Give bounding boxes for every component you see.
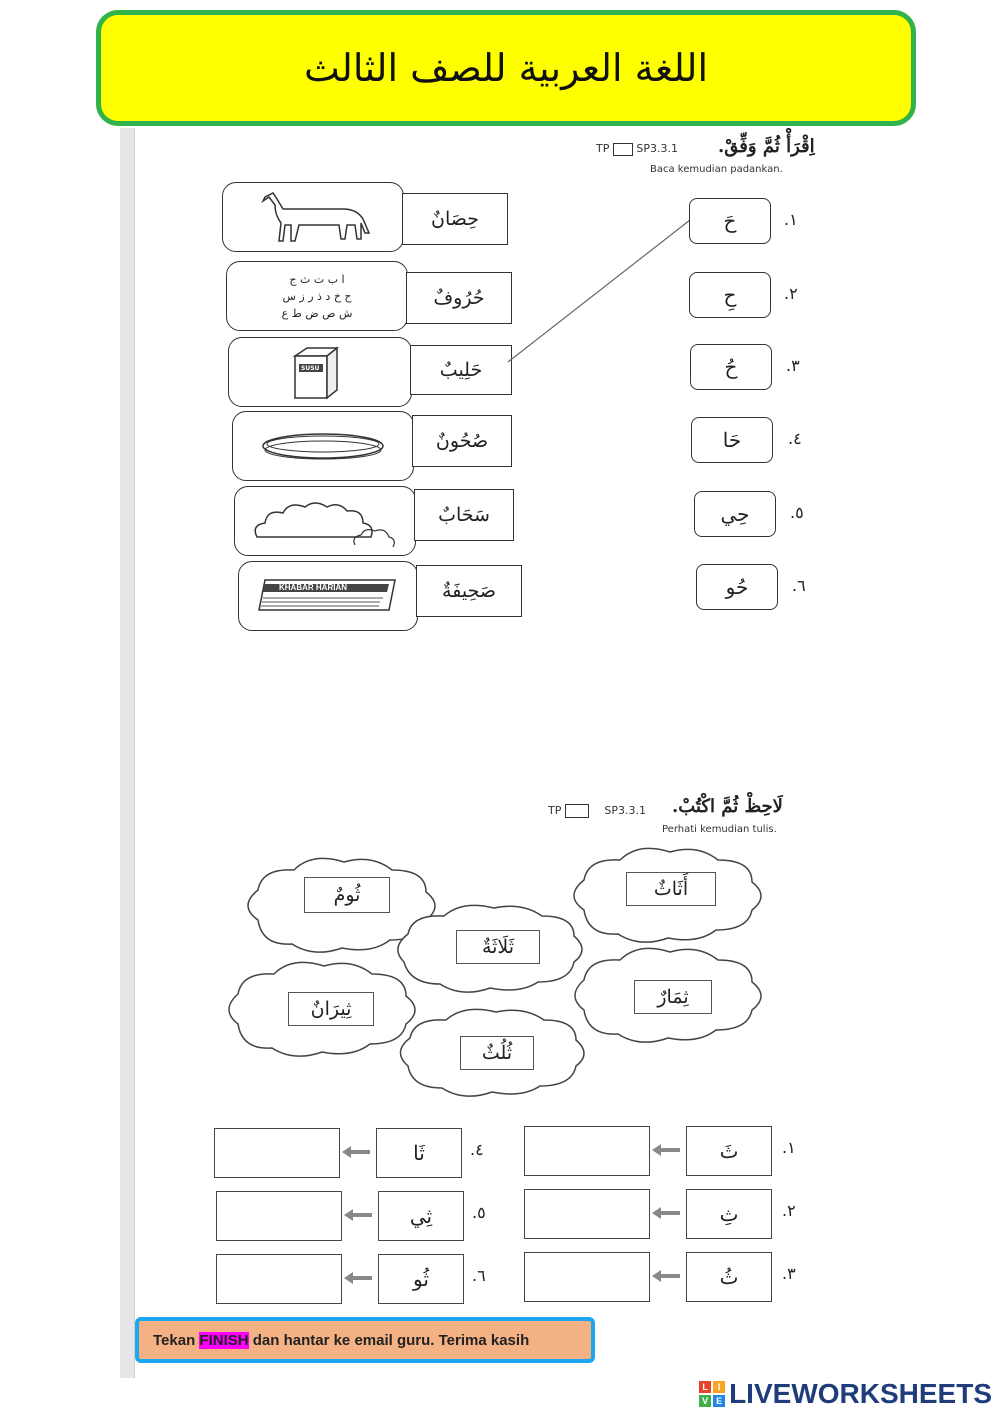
- row-num-6: ٦.: [472, 1266, 486, 1285]
- cloud-word-3: ثَلَاثَةٌ: [456, 930, 540, 964]
- tp-label-2: TP: [548, 804, 562, 817]
- tp-square-2: [564, 804, 589, 818]
- paper-edge: [120, 128, 135, 1378]
- word-3: حَلِيبٌ: [410, 345, 512, 395]
- letter-5[interactable]: حِي: [694, 491, 776, 537]
- source-letter-6: ثُو: [378, 1254, 464, 1304]
- letter-3[interactable]: حُ: [690, 344, 772, 390]
- instr-suffix: dan hantar ke email guru. Terima kasih: [248, 1331, 530, 1349]
- plate-icon: [262, 433, 384, 460]
- word-1: حِصَانٌ: [402, 193, 508, 245]
- source-letter-5: ثِي: [378, 1191, 464, 1241]
- cloud-word-6: ثُلُثٌ: [460, 1036, 534, 1070]
- arrow-left-icon: [344, 1272, 372, 1284]
- clouds-icon: [254, 502, 395, 548]
- num-2: ٢.: [784, 284, 798, 303]
- arrow-left-icon: [652, 1144, 680, 1156]
- answer-box-5[interactable]: [216, 1191, 342, 1241]
- word-2: حُرُوفٌ: [406, 272, 512, 324]
- num-5: ٥.: [790, 503, 804, 522]
- tp-square: [612, 142, 633, 156]
- letters-line-1: ا ب ت ث ج: [289, 272, 345, 286]
- num-1: ١.: [784, 210, 798, 229]
- cloud-word-4: ثِيرَانٌ: [288, 992, 374, 1026]
- brand-text: LIVEWORKSHEETS: [729, 1378, 992, 1409]
- arrow-left-icon: [652, 1270, 680, 1282]
- newspaper-icon: [258, 579, 396, 611]
- num-3: ٣.: [786, 356, 800, 375]
- answer-box-3[interactable]: [524, 1252, 650, 1302]
- row-num-1: ١.: [782, 1138, 796, 1157]
- cloud-word-5: ثِمَارٌ: [634, 980, 712, 1014]
- cloud-word-2: أَثَاثٌ: [626, 872, 716, 906]
- answer-box-1[interactable]: [524, 1126, 650, 1176]
- row-num-2: ٢.: [782, 1201, 796, 1220]
- picture-milk: SUSU: [228, 337, 412, 407]
- answer-box-4[interactable]: [214, 1128, 340, 1178]
- word-4: صُحُونٌ: [412, 415, 512, 467]
- source-letter-2: ثِ: [686, 1189, 772, 1239]
- arrow-left-icon: [652, 1207, 680, 1219]
- newspaper-label: KHABAR HARIAN: [279, 583, 347, 592]
- instr-prefix: Tekan: [153, 1331, 200, 1349]
- picture-newspaper: KHABAR HARIAN: [238, 561, 418, 631]
- num-6: ٦.: [792, 576, 806, 595]
- row-num-4: ٤.: [470, 1140, 484, 1159]
- letter-1[interactable]: حَ: [689, 198, 771, 244]
- page-title-banner: اللغة العربية للصف الثالث: [96, 10, 916, 126]
- source-letter-4: ثَا: [376, 1128, 462, 1178]
- section1-instruction-ms: Baca kemudian padankan.: [650, 164, 783, 175]
- finish-highlight: FINISH: [199, 1331, 249, 1349]
- sp-code: SP3.3.1: [636, 142, 678, 155]
- finish-instruction: Tekan FINISH dan hantar ke email guru. T…: [135, 1317, 595, 1363]
- horse-icon: [261, 192, 371, 242]
- letter-2[interactable]: حِ: [689, 272, 771, 318]
- source-letter-3: ثُ: [686, 1252, 772, 1302]
- logo-letter-e: E: [713, 1395, 726, 1407]
- matching-line: [507, 219, 691, 363]
- picture-plate: [232, 411, 414, 481]
- arrow-left-icon: [344, 1209, 372, 1221]
- milk-label: SUSU: [301, 365, 320, 372]
- page-title: اللغة العربية للصف الثالث: [303, 46, 709, 90]
- letters-line-3: ش ص ض ط ع: [281, 306, 353, 320]
- section1-tp: TP SP3.3.1: [596, 142, 678, 156]
- section2-instruction-ar: لَاحِظْ ثُمَّ اكْتُبْ.: [672, 796, 783, 817]
- milk-carton-icon: [292, 346, 340, 400]
- liveworksheets-logo-icon: L I V E: [699, 1381, 726, 1407]
- section2-tp: TP SP3.3.1: [548, 804, 646, 818]
- letter-6[interactable]: حُو: [696, 564, 778, 610]
- cloud-word-1: ثُومٌ: [304, 877, 390, 913]
- row-num-5: ٥.: [472, 1203, 486, 1222]
- answer-box-6[interactable]: [216, 1254, 342, 1304]
- section2-instruction-ms: Perhati kemudian tulis.: [662, 824, 777, 835]
- logo-letter-v: V: [699, 1395, 712, 1407]
- arrow-left-icon: [342, 1146, 370, 1158]
- answer-box-2[interactable]: [524, 1189, 650, 1239]
- num-4: ٤.: [788, 429, 802, 448]
- liveworksheets-brand: L I V E LIVEWORKSHEETS: [699, 1378, 992, 1410]
- logo-letter-l: L: [699, 1381, 712, 1393]
- picture-clouds: [234, 486, 416, 556]
- picture-horse: [222, 182, 404, 252]
- letters-line-2: ح خ د ذ ر ز س: [282, 289, 352, 303]
- source-letter-1: ثَ: [686, 1126, 772, 1176]
- picture-letters: ا ب ت ث ج ح خ د ذ ر ز س ش ص ض ط ع: [226, 261, 408, 331]
- logo-letter-i: I: [713, 1381, 726, 1393]
- sp-code-2: SP3.3.1: [604, 804, 646, 817]
- tp-label: TP: [596, 142, 610, 155]
- word-6: صَحِيفَةٌ: [416, 565, 522, 617]
- section1-instruction-ar: اِقْرَأْ ثُمَّ وَفِّقْ.: [718, 136, 815, 157]
- letter-4[interactable]: حَا: [691, 417, 773, 463]
- row-num-3: ٣.: [782, 1264, 796, 1283]
- word-5: سَحَابٌ: [414, 489, 514, 541]
